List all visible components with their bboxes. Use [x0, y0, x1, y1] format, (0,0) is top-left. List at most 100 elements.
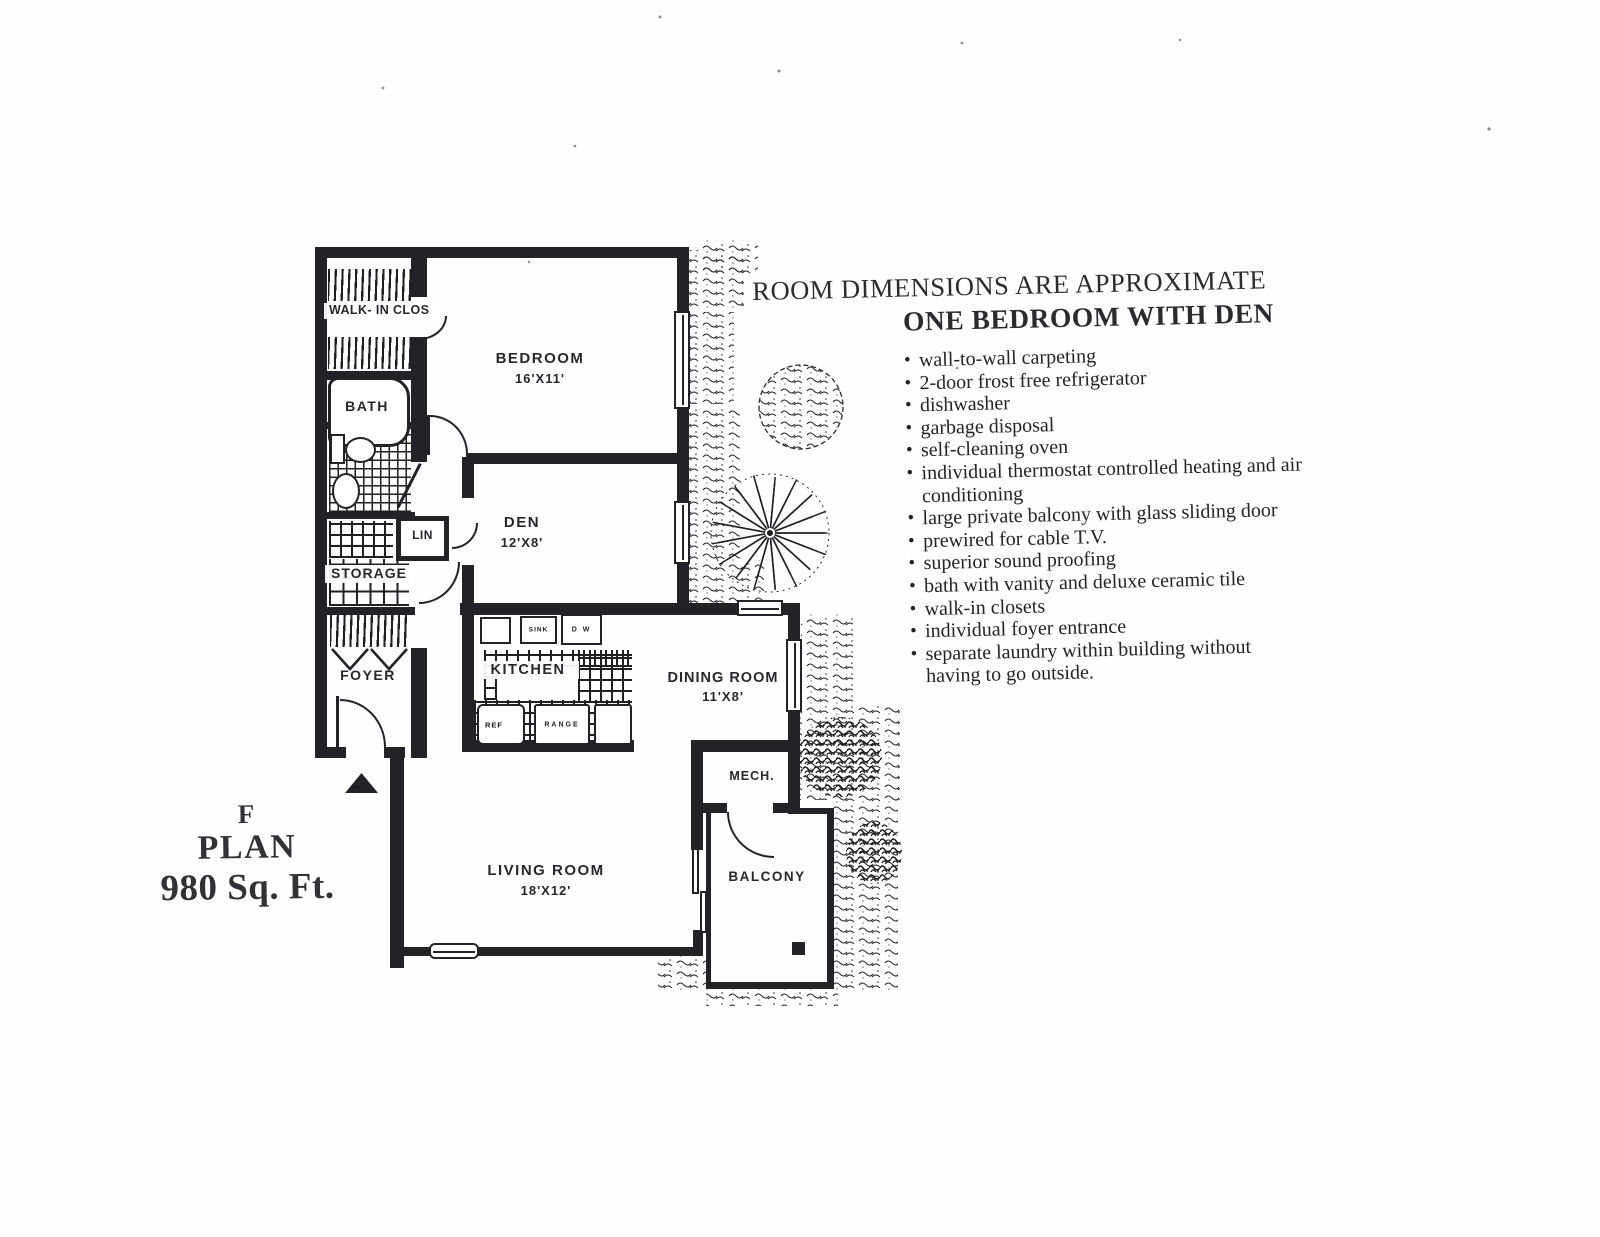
- sink-label: SINK: [528, 626, 549, 634]
- mech-door-arc: [727, 812, 774, 858]
- balcony-drain: [792, 942, 805, 955]
- wall: [411, 648, 427, 758]
- closet-hanging-hatch: [328, 269, 412, 301]
- bifold-door-icon: [331, 648, 408, 671]
- wall: [390, 747, 404, 968]
- wall: [462, 457, 474, 498]
- dishwasher-label: D W: [571, 626, 592, 633]
- room-label-mech: MECH.: [729, 769, 775, 783]
- wall: [411, 337, 427, 462]
- room-label-kitchen: KITCHEN: [477, 661, 579, 680]
- toilet-bowl: [345, 437, 376, 463]
- room-label-bath: BATH: [345, 398, 389, 414]
- plan-area: 980 Sq. Ft.: [160, 865, 335, 910]
- toilet-tank: [330, 434, 345, 464]
- wall: [780, 603, 800, 615]
- feature-list: wall-to-wall carpeting 2-door frost free…: [902, 340, 1350, 689]
- kitchen-cabinet: [594, 704, 632, 745]
- dining-window: [737, 600, 783, 616]
- wall: [315, 371, 423, 380]
- foyer-closet-hatch: [330, 615, 408, 647]
- closet-door-arc: [419, 316, 447, 340]
- wall: [315, 247, 327, 758]
- feature-item: separate laundry within building without…: [908, 635, 1264, 688]
- dishwasher-box: D W: [561, 614, 602, 645]
- dining-side-window: [786, 639, 802, 712]
- closet-hanging-hatch: [328, 337, 418, 369]
- door-leaf: [336, 696, 339, 748]
- room-dims: 12'X8': [500, 534, 544, 550]
- wall: [677, 407, 689, 503]
- room-label-storage: STORAGE: [325, 565, 413, 583]
- room-label-living-room: LIVING ROOM 18'X12': [452, 862, 640, 899]
- room-label-linen: LIN: [412, 528, 433, 542]
- balcony-wall: [788, 808, 834, 814]
- sliding-door-panel: [692, 848, 699, 894]
- room-dims: 18'X12': [520, 882, 572, 898]
- vanity-tile-floor: [329, 521, 393, 558]
- wall: [773, 803, 800, 813]
- room-name: DEN: [503, 514, 541, 531]
- plan-word: PLAN: [197, 828, 297, 867]
- wall: [693, 930, 703, 956]
- range-box: RANGE: [534, 704, 590, 745]
- kitchen-cabinet: [480, 617, 511, 644]
- shrub-icon: [758, 364, 844, 450]
- wall: [677, 247, 689, 313]
- wall: [691, 740, 703, 850]
- room-label-den: DEN 12'X8': [452, 514, 592, 551]
- room-label-foyer: FOYER: [340, 667, 396, 683]
- room-name: LIVING ROOM: [487, 862, 605, 879]
- room-name: DINING ROOM: [667, 670, 779, 686]
- wall: [411, 247, 427, 297]
- living-room-window: [429, 943, 479, 959]
- room-name: BEDROOM: [495, 350, 585, 367]
- room-dims: 11'X8': [702, 689, 744, 705]
- den-window: [674, 501, 690, 564]
- wall: [315, 747, 346, 758]
- room-label-dining-room: DINING ROOM 11'X8': [638, 669, 808, 705]
- entry-door-arc: [340, 699, 386, 747]
- wall: [476, 947, 703, 956]
- kitchen-counter-tile: [578, 650, 632, 703]
- refrigerator-label: REF: [485, 720, 503, 729]
- plan-badge: F PLAN 980 Sq. Ft.: [137, 797, 357, 910]
- wall: [466, 453, 687, 464]
- info-block: ROOM DIMENSIONS ARE APPROXIMATE ONE BEDR…: [752, 263, 1321, 692]
- kitchen-sink: SINK: [520, 616, 557, 644]
- entry-arrow-icon: [345, 773, 378, 793]
- bedroom-door-arc: [430, 415, 468, 454]
- balcony-wall: [706, 813, 711, 985]
- wall: [462, 565, 474, 615]
- sliding-door-panel: [700, 891, 707, 933]
- wall: [315, 247, 689, 258]
- balcony-wall: [827, 808, 834, 989]
- linen-closet: [396, 516, 449, 561]
- bedroom-window: [674, 311, 690, 409]
- wall: [403, 947, 433, 956]
- groundcover-texture: [658, 240, 900, 1006]
- room-label-balcony: BALCONY: [728, 869, 806, 884]
- balcony-wall: [706, 982, 834, 989]
- wall: [327, 512, 415, 519]
- refrigerator-box: REF: [477, 704, 525, 745]
- storage-door-arc: [419, 562, 460, 604]
- room-dims: 16'X11': [514, 370, 566, 386]
- bush-icon: [798, 717, 902, 884]
- room-label-bedroom: BEDROOM 16'X11': [452, 350, 628, 387]
- wall: [702, 803, 727, 813]
- room-label-walk-in-closet: WALK- IN CLOS: [324, 303, 439, 319]
- wall: [462, 615, 474, 752]
- range-label: RANGE: [544, 721, 580, 728]
- wall: [677, 562, 689, 615]
- plan-letter: F: [237, 798, 256, 830]
- tree-icon: [710, 473, 830, 593]
- wall: [327, 607, 415, 615]
- door-leaf: [427, 415, 430, 455]
- wall: [691, 740, 800, 752]
- wall: [788, 710, 800, 808]
- bathroom-sink: [332, 473, 360, 509]
- wall: [460, 603, 740, 615]
